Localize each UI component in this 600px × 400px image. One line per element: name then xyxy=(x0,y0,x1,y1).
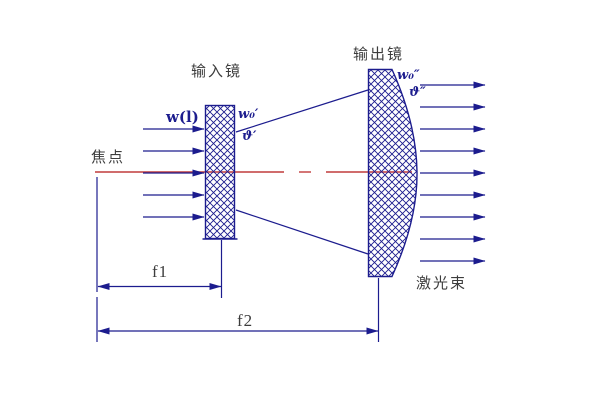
input-lens-body xyxy=(204,104,236,240)
output-lens xyxy=(367,68,418,278)
dimension-extension-lines xyxy=(96,177,380,342)
focal-point-label: 焦点 xyxy=(91,150,126,166)
waist-after-input-label: w₀′ xyxy=(238,107,259,122)
beam-cone-upper-line xyxy=(235,89,369,133)
output-lens-body xyxy=(367,68,418,278)
input-lens xyxy=(202,104,238,240)
input-lens-label: 输入镜 xyxy=(191,64,243,80)
f2-label: f2 xyxy=(237,311,254,330)
laser-beam-label: 激光束 xyxy=(416,276,468,292)
divergence-after-output-label: ϑ″ xyxy=(409,85,426,100)
output-lens-label: 输出镜 xyxy=(353,47,405,63)
divergence-after-input-label: ϑ′ xyxy=(242,129,257,144)
waist-after-output-label: w₀″ xyxy=(397,68,420,83)
output-beam-arrows xyxy=(420,81,486,265)
f1-label: f1 xyxy=(152,262,169,281)
input-beam-arrows xyxy=(143,125,205,221)
input-beam-width-label: w(l) xyxy=(166,108,199,126)
beam-cone-lower-line xyxy=(235,209,369,255)
